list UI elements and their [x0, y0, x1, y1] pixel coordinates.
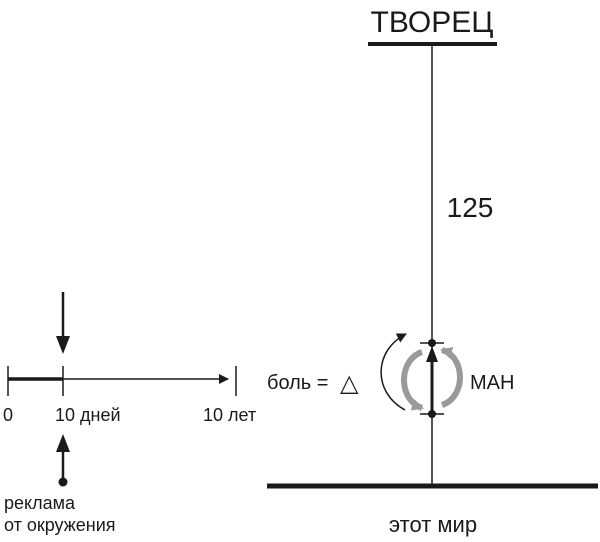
timeline-label-days: 10 дней: [55, 405, 121, 425]
timeline-label-zero: 0: [3, 405, 13, 425]
lower-dot: [428, 410, 436, 418]
top-label: ТВОРЕЦ: [371, 6, 494, 39]
cycle-arrow-left: [401, 349, 424, 411]
ad-label-line2: от окружения: [4, 515, 116, 535]
pain-label: боль =: [267, 372, 328, 394]
ad-source-dot: [58, 477, 68, 487]
right-label: МАН: [470, 372, 514, 394]
pain-arc-arrow: [380, 333, 407, 411]
upper-dot: [428, 339, 436, 347]
pain-triangle-symbol: △: [340, 370, 359, 397]
bottom-label: этот мир: [389, 512, 477, 537]
ad-arrow-head: [56, 434, 70, 452]
timeline-label-years: 10 лет: [203, 405, 256, 425]
up-arrow-head: [426, 346, 438, 362]
cycle-arrow-right: [440, 347, 463, 408]
ad-label-line1: реклама: [4, 493, 76, 513]
down-arrow-head: [56, 336, 70, 354]
axis-number-label: 125: [447, 192, 494, 223]
